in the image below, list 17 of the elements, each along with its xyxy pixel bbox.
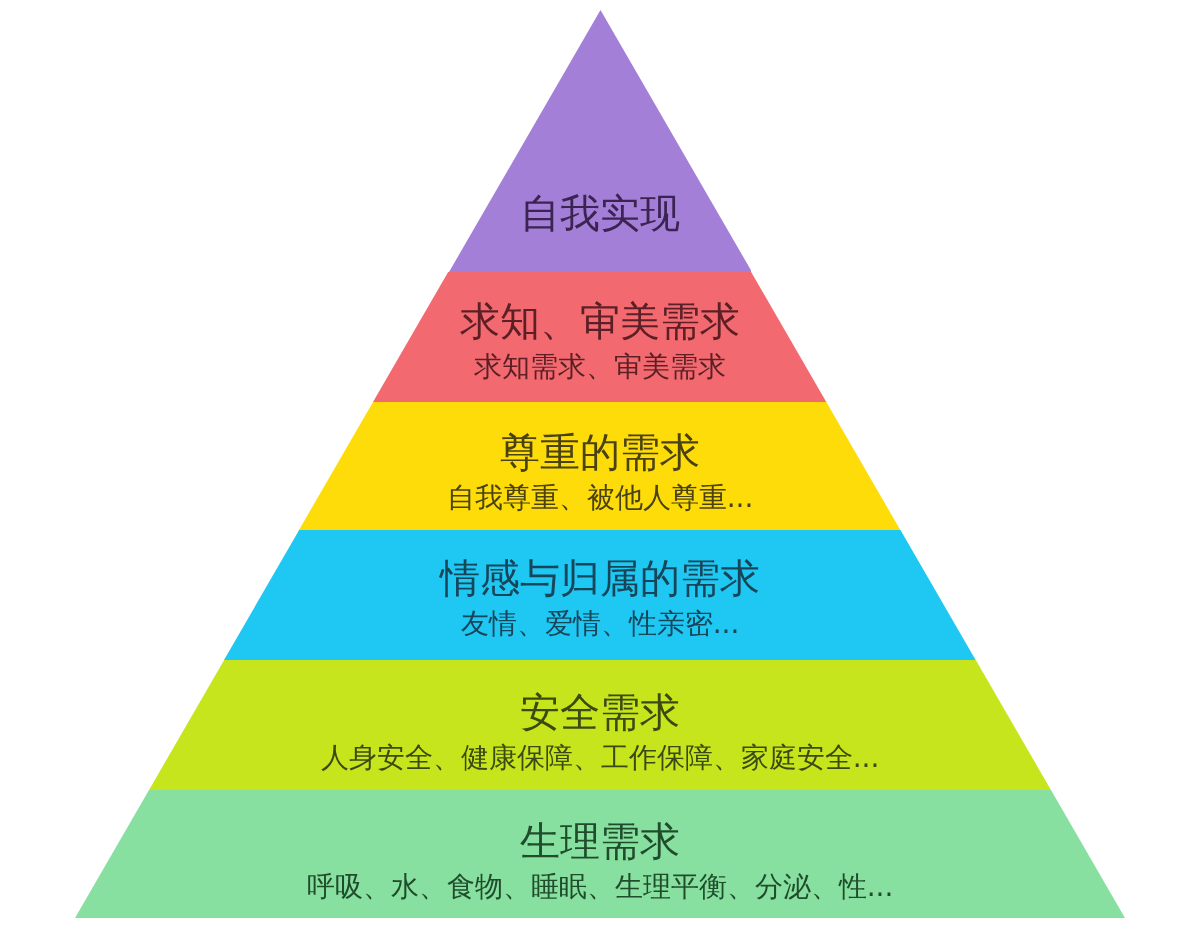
tier-description: 自我尊重、被他人尊重... [446,482,754,514]
pyramid-top-triangle [448,10,752,272]
tier-description: 呼吸、水、食物、睡眠、生理平衡、分泌、性... [306,871,894,903]
tier-title: 情感与归属的需求 [440,556,760,600]
pyramid-tier [299,402,901,530]
pyramid-tier [224,530,976,660]
tier-title: 尊重的需求 [500,430,700,474]
tier-description: 人身安全、健康保障、工作保障、家庭安全... [320,742,880,774]
tier-title: 生理需求 [520,819,680,863]
pyramid-tier [373,272,827,402]
tier-title: 自我实现 [520,191,680,235]
tier-title: 求知、审美需求 [460,299,740,343]
tier-title: 安全需求 [520,690,680,734]
tier-description: 友情、爱情、性亲密... [460,608,740,640]
pyramid-tier [149,660,1051,790]
tier-description: 求知需求、审美需求 [474,351,726,383]
pyramid-tier [75,790,1125,918]
